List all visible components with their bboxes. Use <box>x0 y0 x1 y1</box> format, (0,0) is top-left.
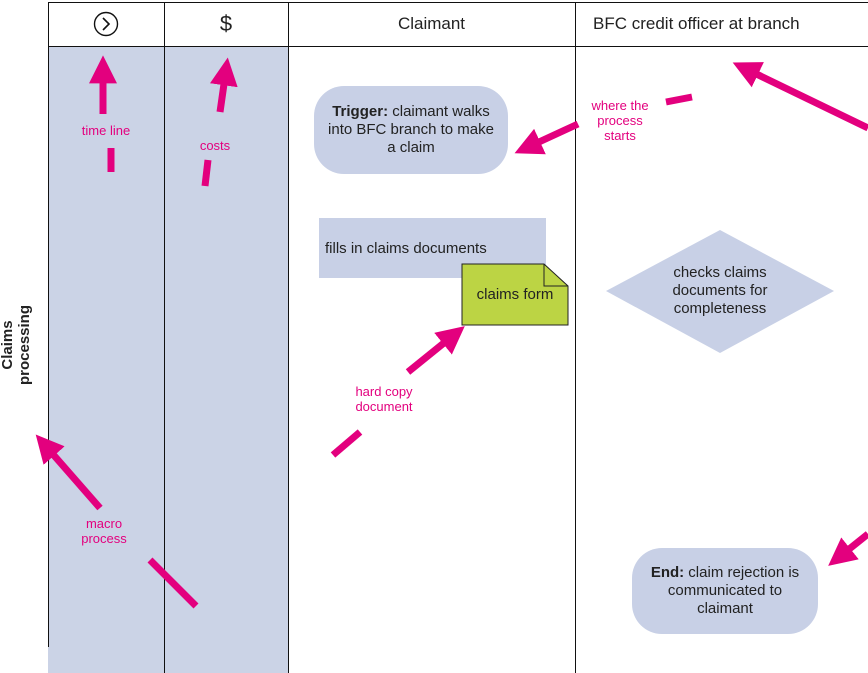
swimlane-label: Claims processing <box>0 304 33 386</box>
claims-form-label: claims form <box>476 286 554 303</box>
divider-claimant-officer <box>575 2 576 673</box>
trigger-text: Trigger: claimant walks into BFC branch … <box>328 103 494 157</box>
header-top-border <box>48 2 868 3</box>
header-time <box>48 2 164 46</box>
trigger-body: claimant walks into BFC branch to make a… <box>328 103 494 156</box>
fills-in-shape: fills in claims documents <box>319 218 546 278</box>
divider-cost-claimant <box>288 2 289 673</box>
cost-symbol: $ <box>219 11 233 36</box>
costs-note: costs <box>199 138 231 153</box>
header-cost: $ <box>164 2 288 46</box>
end-bold: End: <box>650 564 685 581</box>
fills-in-label: fills in claims documents <box>325 239 487 257</box>
divider-time-cost <box>164 2 165 673</box>
starts-tail <box>665 93 693 106</box>
end-body: claim rejection is communicated to claim… <box>667 564 800 617</box>
end-arrow <box>828 531 868 566</box>
starts-note: where the process starts <box>591 98 649 143</box>
time-icon <box>93 11 119 37</box>
macro-process-note: macro process <box>81 516 127 546</box>
time-line-note: time line <box>81 123 131 138</box>
claimant-header-label: Claimant <box>397 14 466 33</box>
trigger-shape: Trigger: claimant walks into BFC branch … <box>314 86 508 174</box>
trigger-bold: Trigger: <box>332 103 389 120</box>
time-column-fill <box>48 46 164 673</box>
end-shape: End: claim rejection is communicated to … <box>632 548 818 634</box>
header-officer: BFC credit officer at branch <box>575 2 868 46</box>
end-text: End: claim rejection is communicated to … <box>646 564 804 618</box>
checks-label: checks claims documents for completeness <box>672 264 768 317</box>
header-bottom-border <box>48 46 868 47</box>
officer-arrow <box>732 62 868 132</box>
officer-header-label: BFC credit officer at branch <box>593 14 800 33</box>
divider-left <box>48 2 49 647</box>
header-claimant: Claimant <box>288 2 575 46</box>
hard-copy-note: hard copy document <box>355 384 413 414</box>
hard-copy-tail <box>330 429 363 458</box>
hard-copy-arrow <box>405 326 465 375</box>
starts-arrow <box>514 120 580 155</box>
